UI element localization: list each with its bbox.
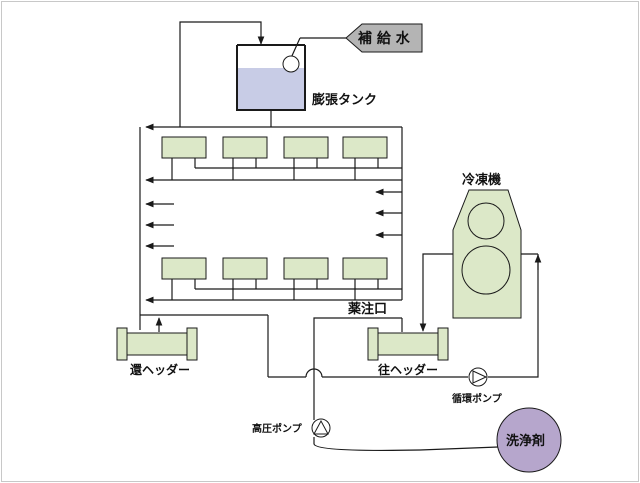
- cleaning-agent-label: 洗浄剤: [506, 433, 545, 449]
- fan-coil-unit: [161, 257, 207, 280]
- makeup-water-tag: 補 給 水: [345, 23, 423, 53]
- circulation-pump: [468, 367, 488, 387]
- return-header-label: 還ヘッダー: [130, 362, 190, 377]
- fan-coil-unit: [342, 136, 388, 159]
- return-header: [116, 327, 198, 361]
- fan-coil-unit: [222, 257, 268, 280]
- evaporator-icon: [467, 202, 505, 240]
- injection-port-label: 薬注口: [347, 301, 387, 317]
- fan-coil-unit: [161, 136, 207, 159]
- expansion-tank-label: 膨張タンク: [311, 92, 377, 108]
- fan-coil-unit: [342, 257, 388, 280]
- fan-coil-unit: [283, 136, 329, 159]
- high-pressure-pump-label: 高圧ポンプ: [252, 422, 303, 435]
- high-pressure-pump: [311, 418, 331, 438]
- pump-triangle-icon: [472, 370, 488, 384]
- injection-line: [313, 317, 402, 420]
- fan-coil-unit: [283, 257, 329, 280]
- circulation-pump-label: 循環ポンプ: [452, 392, 503, 405]
- float-valve: [282, 55, 300, 73]
- supply-header-label: 往ヘッダー: [378, 362, 438, 377]
- supply-header: [367, 327, 449, 361]
- chiller: [452, 189, 522, 319]
- condenser-icon: [461, 245, 511, 295]
- chiller-label: 冷凍機: [462, 172, 501, 188]
- tank-water: [237, 68, 305, 110]
- pump-triangle-icon: [313, 419, 329, 435]
- makeup-line-diag: [290, 37, 301, 59]
- fan-coil-unit: [222, 136, 268, 159]
- cleaning-agent-line: [313, 443, 499, 451]
- circulation-discharge-line: [488, 254, 539, 378]
- makeup-water-label: 補 給 水: [357, 30, 411, 47]
- tank-feed-line: [179, 21, 265, 127]
- expansion-tank: [236, 44, 306, 111]
- cleaning-agent-tank: [496, 407, 562, 473]
